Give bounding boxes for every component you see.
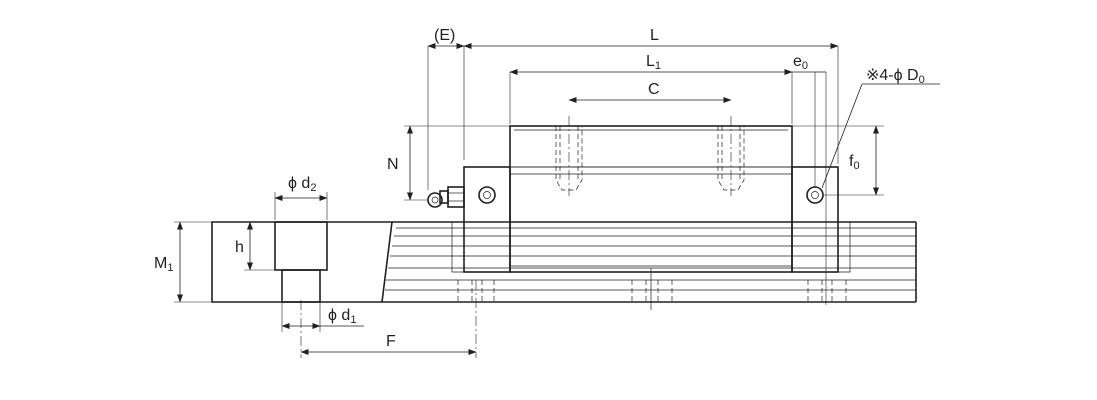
- label-L1: L1: [646, 53, 661, 72]
- rail-section: [211, 221, 393, 303]
- label-C: C: [648, 81, 660, 98]
- label-L: L: [650, 27, 659, 44]
- label-d1: ϕ d1: [328, 307, 356, 326]
- label-E: (E): [434, 27, 455, 44]
- dim-D0: ※4-ϕ D0: [821, 67, 940, 189]
- dim-d2: ϕ d2: [274, 175, 328, 220]
- label-D0: ※4-ϕ D0: [866, 67, 925, 86]
- dim-C: C: [568, 81, 732, 103]
- dim-M1: M1: [154, 221, 212, 303]
- tapped-holes: [555, 116, 745, 196]
- dim-L1: L1: [509, 53, 793, 124]
- label-F: F: [386, 333, 396, 350]
- dim-L: L: [463, 27, 839, 164]
- label-f0: f0: [849, 153, 860, 172]
- label-e0: e0: [793, 53, 808, 72]
- dim-F: F: [300, 280, 477, 358]
- grease-nipple-icon: [427, 186, 465, 208]
- label-N: N: [387, 156, 399, 173]
- dim-E: (E): [427, 27, 465, 190]
- dim-f0: f0: [792, 125, 884, 196]
- label-M1: M1: [154, 255, 173, 274]
- carriage: [451, 125, 851, 273]
- dim-N: N: [387, 125, 510, 201]
- label-h: h: [235, 239, 244, 256]
- label-d2: ϕ d2: [288, 175, 316, 194]
- end-plate-bolts: [478, 186, 824, 204]
- dim-h: h: [235, 221, 275, 271]
- dim-d1: ϕ d1: [281, 302, 364, 332]
- rail-body: [382, 221, 917, 303]
- dim-e0: e0: [792, 53, 827, 305]
